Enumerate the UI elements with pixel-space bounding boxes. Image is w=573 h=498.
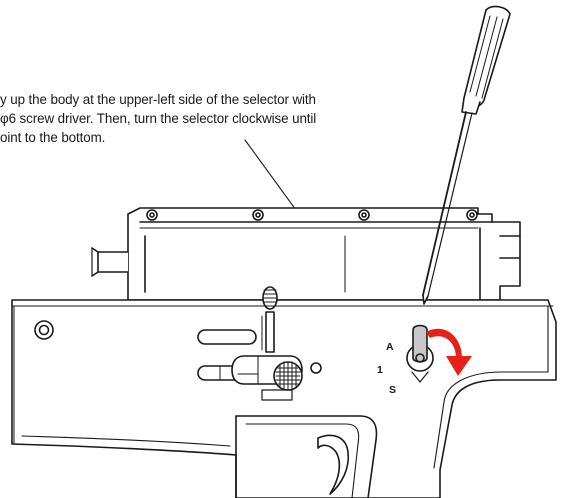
selector-label-a: A [386,341,394,353]
selector-lever [406,324,434,383]
screw-3 [358,209,370,221]
instruction-line-2: φ6 screw driver. Then, turn the selector… [0,111,317,126]
upper-slot [197,329,257,345]
clockwise-arrow [426,328,472,376]
instruction-line-3: oint to the bottom. [0,130,106,145]
screw-2 [252,209,264,221]
trigger [317,434,350,495]
knurled-knob [273,361,303,391]
selector-label-1: 1 [377,364,383,376]
screw-1 [146,209,158,221]
pivot-pin-hole [34,320,54,340]
instruction-line-1: y up the body at the upper-left side of … [0,92,316,107]
upper-receiver [91,207,521,301]
selector-label-s: S [389,384,396,396]
screwdriver [422,5,511,305]
screw-4 [466,209,478,221]
instruction-text: y up the body at the upper-left side of … [0,90,440,147]
lower-receiver [11,286,557,498]
round-button [310,362,322,374]
bolt-catch [261,286,278,353]
